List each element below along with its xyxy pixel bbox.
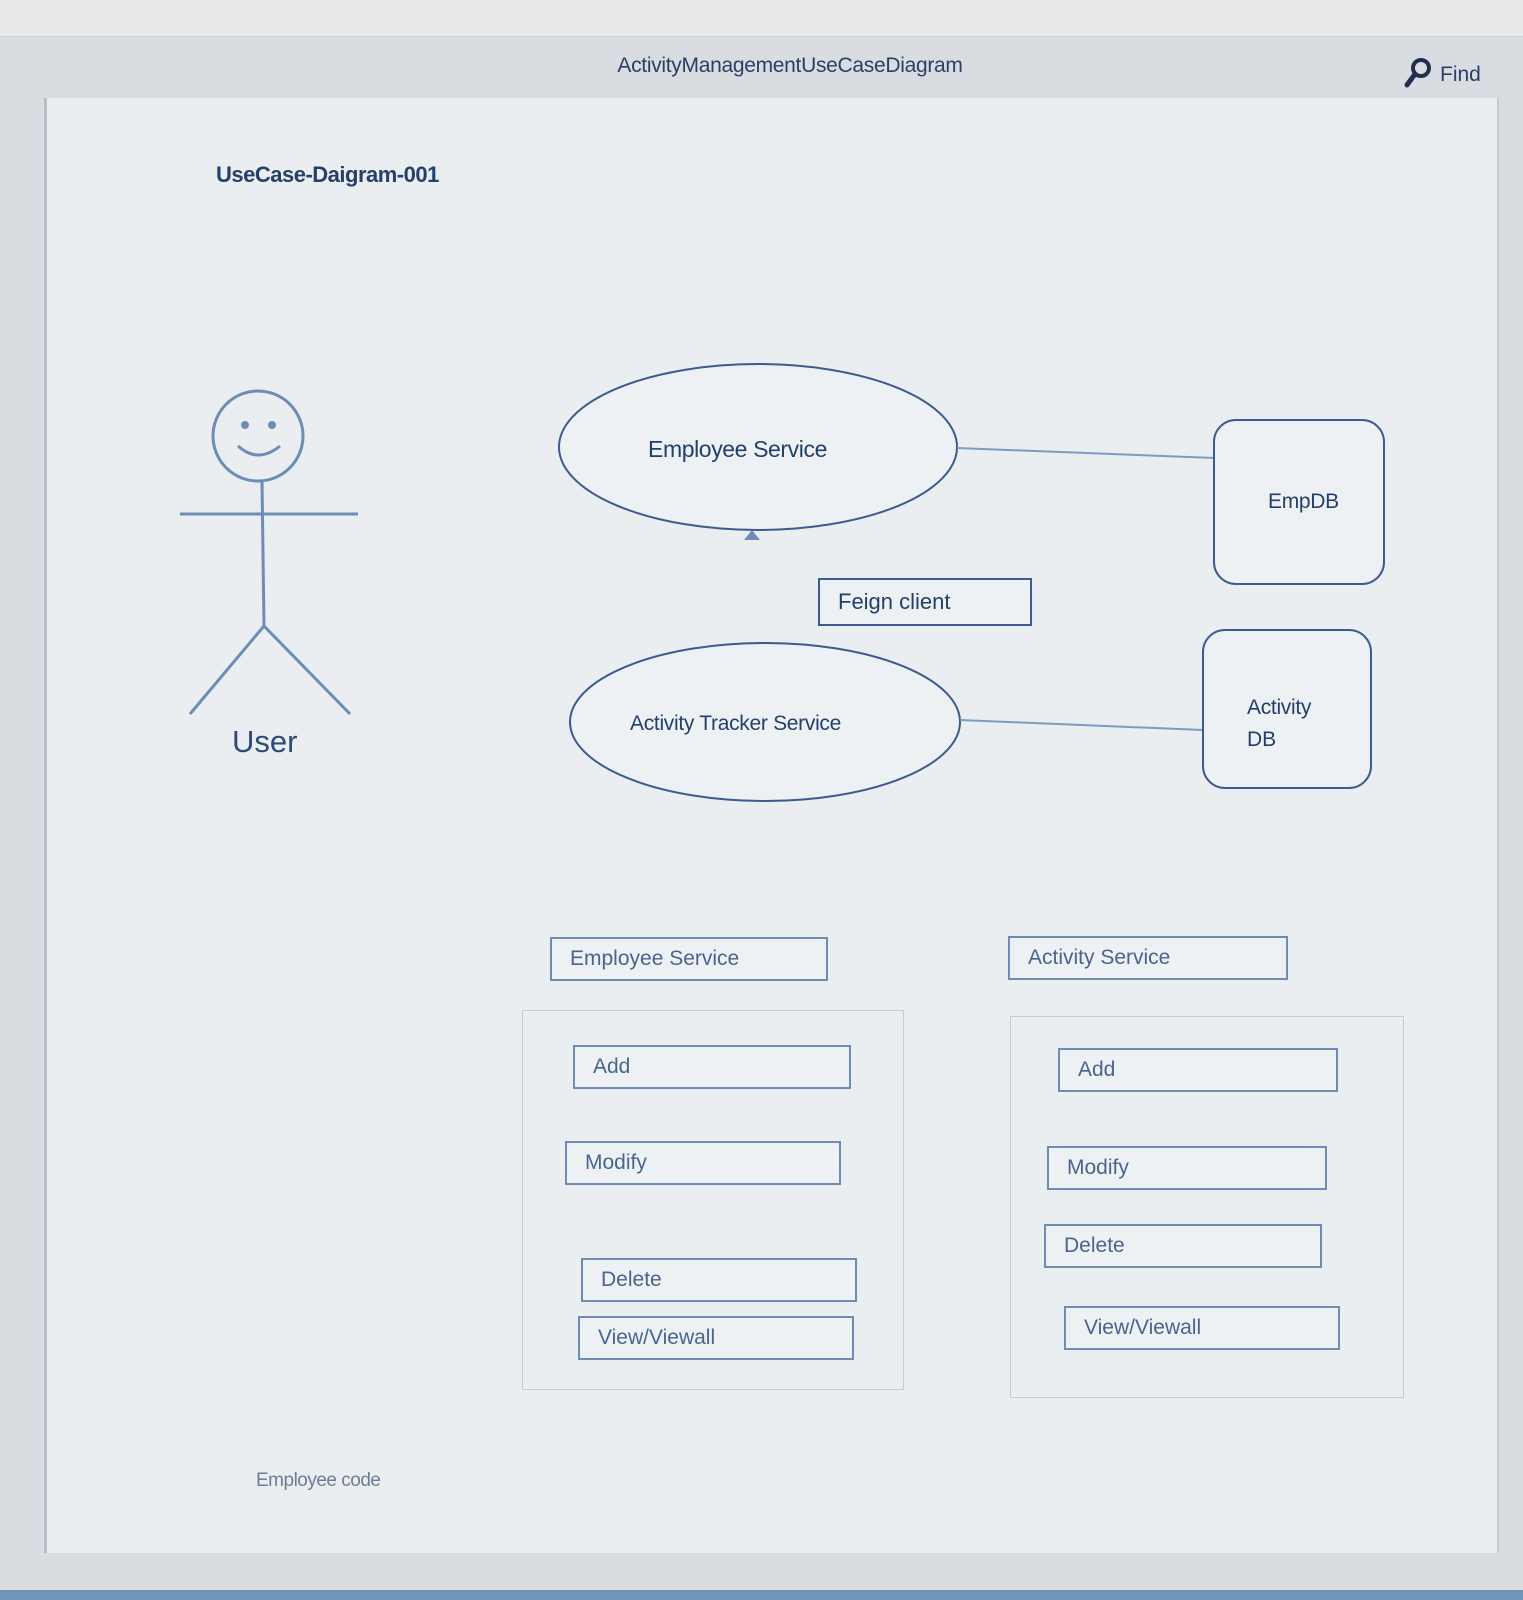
activity-db-connector	[959, 719, 1204, 731]
employee-service-label: Employee Service	[648, 436, 827, 462]
find-label: Find	[1440, 63, 1481, 86]
activity-modify-label: Modify	[1067, 1156, 1129, 1179]
actor-eye-left	[241, 421, 249, 429]
window-title: ActivityManagementUseCaseDiagram	[617, 54, 963, 77]
activity-tracker-ellipse[interactable]	[569, 642, 961, 802]
employee-view-label: View/Viewall	[598, 1326, 716, 1349]
actor-body	[260, 480, 266, 627]
activity-add-label: Add	[1078, 1058, 1116, 1081]
find-button[interactable]: Find	[1404, 57, 1481, 94]
activity-db-label-line1: Activity	[1247, 696, 1312, 719]
employee-view-button[interactable]: View/Viewall	[578, 1316, 854, 1360]
diagram-id: UseCase-Daigram-001	[216, 162, 439, 187]
activity-add-button[interactable]: Add	[1058, 1048, 1338, 1092]
employee-add-label: Add	[593, 1055, 631, 1078]
actor-label: User	[232, 724, 298, 759]
activity-modify-button[interactable]: Modify	[1047, 1146, 1327, 1190]
employee-delete-button[interactable]: Delete	[581, 1258, 857, 1302]
activity-db-box[interactable]	[1202, 629, 1372, 789]
actor-head	[211, 389, 305, 483]
actor-leg-right	[262, 624, 352, 716]
bottom-taskbar-strip	[0, 1590, 1523, 1600]
dependency-arrow-tip	[744, 530, 760, 540]
actor-smile	[236, 444, 281, 457]
employee-operations-group	[522, 1010, 904, 1390]
employee-modify-label: Modify	[585, 1151, 647, 1174]
activity-view-label: View/Viewall	[1084, 1316, 1202, 1339]
emp-db-box[interactable]	[1213, 419, 1385, 585]
employee-panel-title[interactable]: Employee Service	[550, 937, 828, 981]
activity-panel-title-label: Activity Service	[1028, 946, 1171, 969]
actor-eye-right	[268, 421, 276, 429]
emp-db-label: EmpDB	[1268, 490, 1339, 513]
actor-leg-left	[188, 625, 266, 715]
top-toolbar	[0, 0, 1523, 37]
employee-add-button[interactable]: Add	[573, 1045, 851, 1089]
activity-delete-label: Delete	[1064, 1234, 1125, 1257]
feign-client-box[interactable]: Feign client	[818, 578, 1032, 626]
activity-delete-button[interactable]: Delete	[1044, 1224, 1322, 1268]
feign-client-label: Feign client	[838, 589, 951, 614]
activity-operations-group	[1010, 1016, 1404, 1398]
employee-delete-label: Delete	[601, 1268, 662, 1291]
employee-modify-button[interactable]: Modify	[565, 1141, 841, 1185]
activity-view-button[interactable]: View/Viewall	[1064, 1306, 1340, 1350]
activity-db-label-line2: DB	[1247, 728, 1277, 751]
search-icon	[1404, 57, 1432, 94]
emp-db-connector	[956, 447, 1216, 459]
activity-tracker-label: Activity Tracker Service	[630, 712, 842, 735]
activity-panel-title[interactable]: Activity Service	[1008, 936, 1288, 980]
employee-service-ellipse[interactable]	[558, 363, 958, 531]
footer-note: Employee code	[256, 1470, 381, 1491]
employee-panel-title-label: Employee Service	[570, 947, 740, 970]
user-actor-figure	[180, 389, 358, 716]
